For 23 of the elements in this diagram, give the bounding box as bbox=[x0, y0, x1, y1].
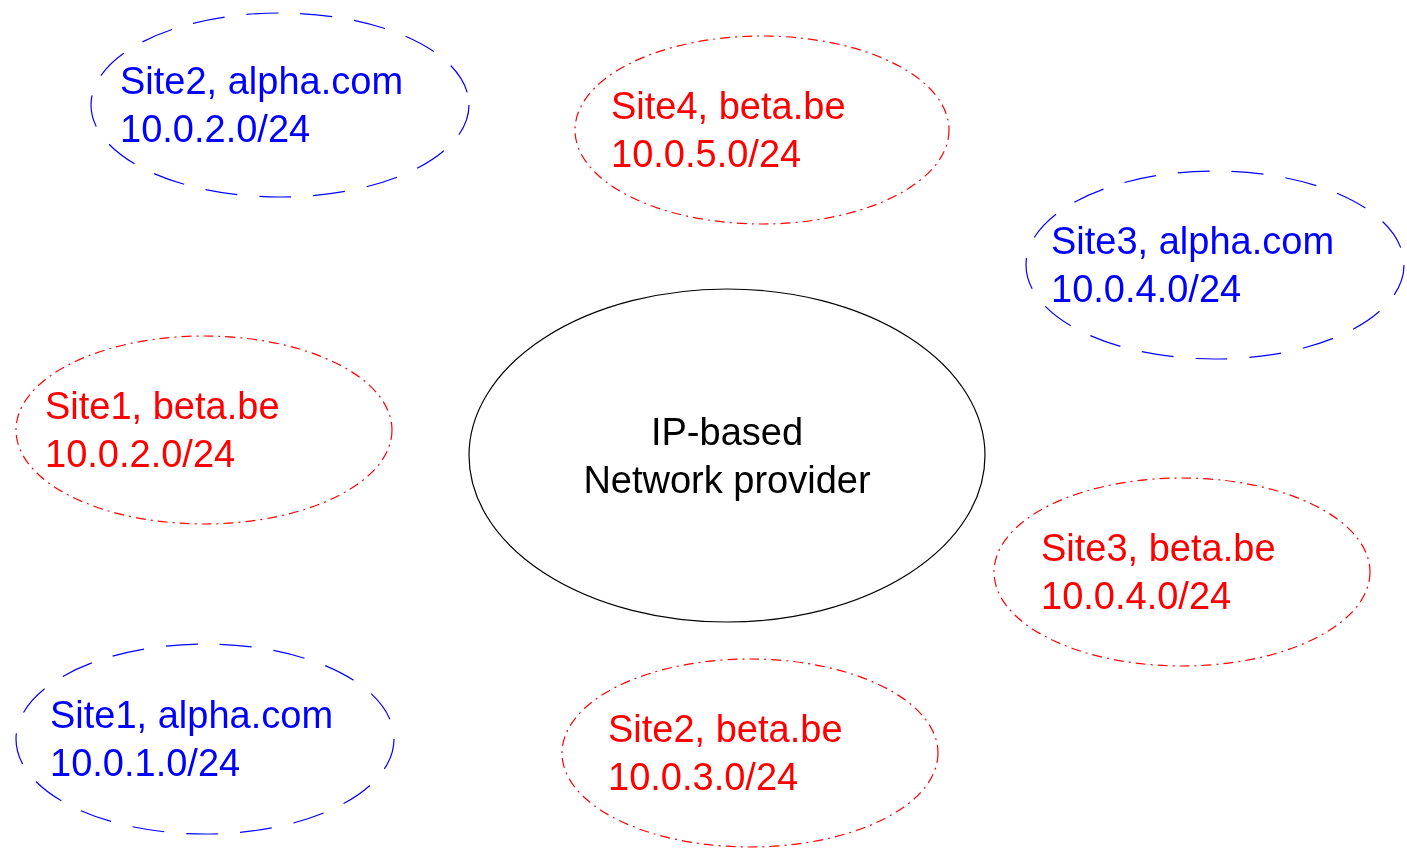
node-label: 10.0.2.0/24 bbox=[120, 107, 311, 152]
ellipse-node bbox=[15, 335, 393, 525]
ellipse-node bbox=[574, 35, 950, 225]
node-label: Site3, alpha.com bbox=[1051, 219, 1335, 264]
node-label: Site4, beta.be bbox=[611, 84, 846, 129]
node-label: 10.0.3.0/24 bbox=[608, 755, 799, 800]
node-label: Site2, alpha.com bbox=[120, 59, 404, 104]
ellipse-node bbox=[15, 643, 395, 835]
ellipse-node bbox=[1025, 170, 1405, 360]
ellipse-node bbox=[561, 658, 939, 848]
node-label: Site1, alpha.com bbox=[50, 693, 334, 738]
ellipse-node bbox=[90, 12, 470, 198]
node-label: Site1, beta.be bbox=[45, 384, 280, 429]
node-label: 10.0.1.0/24 bbox=[50, 741, 241, 786]
node-label: 10.0.4.0/24 bbox=[1051, 267, 1242, 312]
node-label: Site3, beta.be bbox=[1041, 526, 1276, 571]
node-label: 10.0.5.0/24 bbox=[611, 132, 802, 177]
node-label: 10.0.2.0/24 bbox=[45, 432, 236, 477]
node-label: 10.0.4.0/24 bbox=[1041, 574, 1232, 619]
node-label: IP-based Network provider bbox=[582, 409, 872, 503]
ellipse-node bbox=[993, 477, 1371, 667]
ellipse-node bbox=[468, 288, 986, 623]
node-label: Site2, beta.be bbox=[608, 707, 843, 752]
